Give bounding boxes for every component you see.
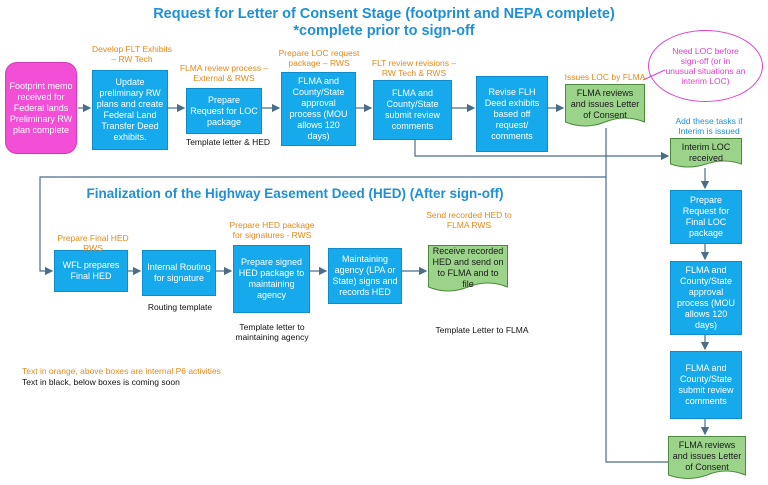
interim-tasks-note: Add these tasks if Interim is issued [675,116,743,136]
flma-state-submit-node: FLMA and County/State submit review comm… [670,351,742,419]
prepare-hed-package-label: Prepare HED package for signatures - RWS [229,220,315,240]
prepare-final-loc-node: Prepare Request for Final LOC package [670,190,742,244]
routing-template-label: Routing template [147,302,213,312]
receive-recorded-label: Receive recorded HED and send on to FLMA… [432,245,504,289]
prepare-signed-hed-node: Prepare signed HED package to maintainin… [233,245,310,313]
receive-recorded-node: Receive recorded HED and send on to FLMA… [428,245,508,295]
arrow-flma2-loop [605,177,668,463]
need-loc-text: Need LOC before sign-off (or in unusual … [665,46,746,86]
legend-orange: Text in orange, above boxes are internal… [22,366,221,376]
page-title: Request for Letter of Consent Stage (foo… [153,6,615,22]
flma-reviews-loc-label: FLMA reviews and issues Letter of Consen… [570,88,640,120]
section-title: Finalization of the Highway Easement Dee… [86,186,504,201]
interim-loc-node: Interim LOC received [670,138,742,170]
update-plans-node: Update preliminary RW plans and create F… [92,70,168,150]
wfl-prepares-node: WFL prepares Final HED [54,250,128,292]
prepare-request-loc-node: Prepare Request for LOC package [186,88,262,134]
revise-flh-deed-node: Revise FLH Deed exhibits based off reque… [476,76,548,152]
flma-reviews-loc-node: FLMA reviews and issues Letter of Consen… [565,84,645,130]
arrow-submit-to-interim [414,140,670,161]
flma-reviews-final-label: FLMA reviews and issues Letter of Consen… [672,440,742,472]
flt-review-revisions-label: FLT review revisions – RW Tech & RWS [371,58,457,78]
prepare-loc-request-label: Prepare LOC request package – RWS [278,48,360,68]
footprint-memo-node: Footprint memo received for Federal land… [5,62,77,154]
template-letter-hed-label: Template letter & HED [185,137,271,147]
flma-reviews-final-node: FLMA reviews and issues Letter of Consen… [668,436,746,482]
flma-county-submit-node: FLMA and County/State submit review comm… [373,80,452,140]
template-maintaining-label: Template letter to maintaining agency [235,322,309,342]
flma-county-approval-node: FLMA and County/State approval process (… [281,72,356,146]
issues-loc-label: Issues LOC by FLMA [564,72,646,82]
maintaining-agency-node: Maintaining agency (LPA or State) signs … [328,248,402,304]
internal-routing-node: Internal Routing for signature [142,250,216,296]
flma-review-process-label: FLMA review process – External & RWS [179,63,269,83]
prepare-final-hed-label: Prepare Final HED RWS [57,233,129,253]
template-flma-label: Template Letter to FLMA [435,325,529,335]
legend-black: Text in black, below boxes is coming soo… [22,377,180,387]
develop-flt-label: Develop FLT Exhibits – RW Tech [92,44,172,64]
page-subtitle: *complete prior to sign-off [293,23,475,39]
need-loc-callout: Need LOC before sign-off (or in unusual … [648,30,763,102]
send-recorded-label: Send recorded HED to FLMA RWS [426,210,512,230]
flma-state-approval-node: FLMA and County/State approval process (… [670,261,742,335]
arrow-flma-to-wfl [39,128,607,276]
interim-loc-label: Interim LOC received [681,141,731,163]
